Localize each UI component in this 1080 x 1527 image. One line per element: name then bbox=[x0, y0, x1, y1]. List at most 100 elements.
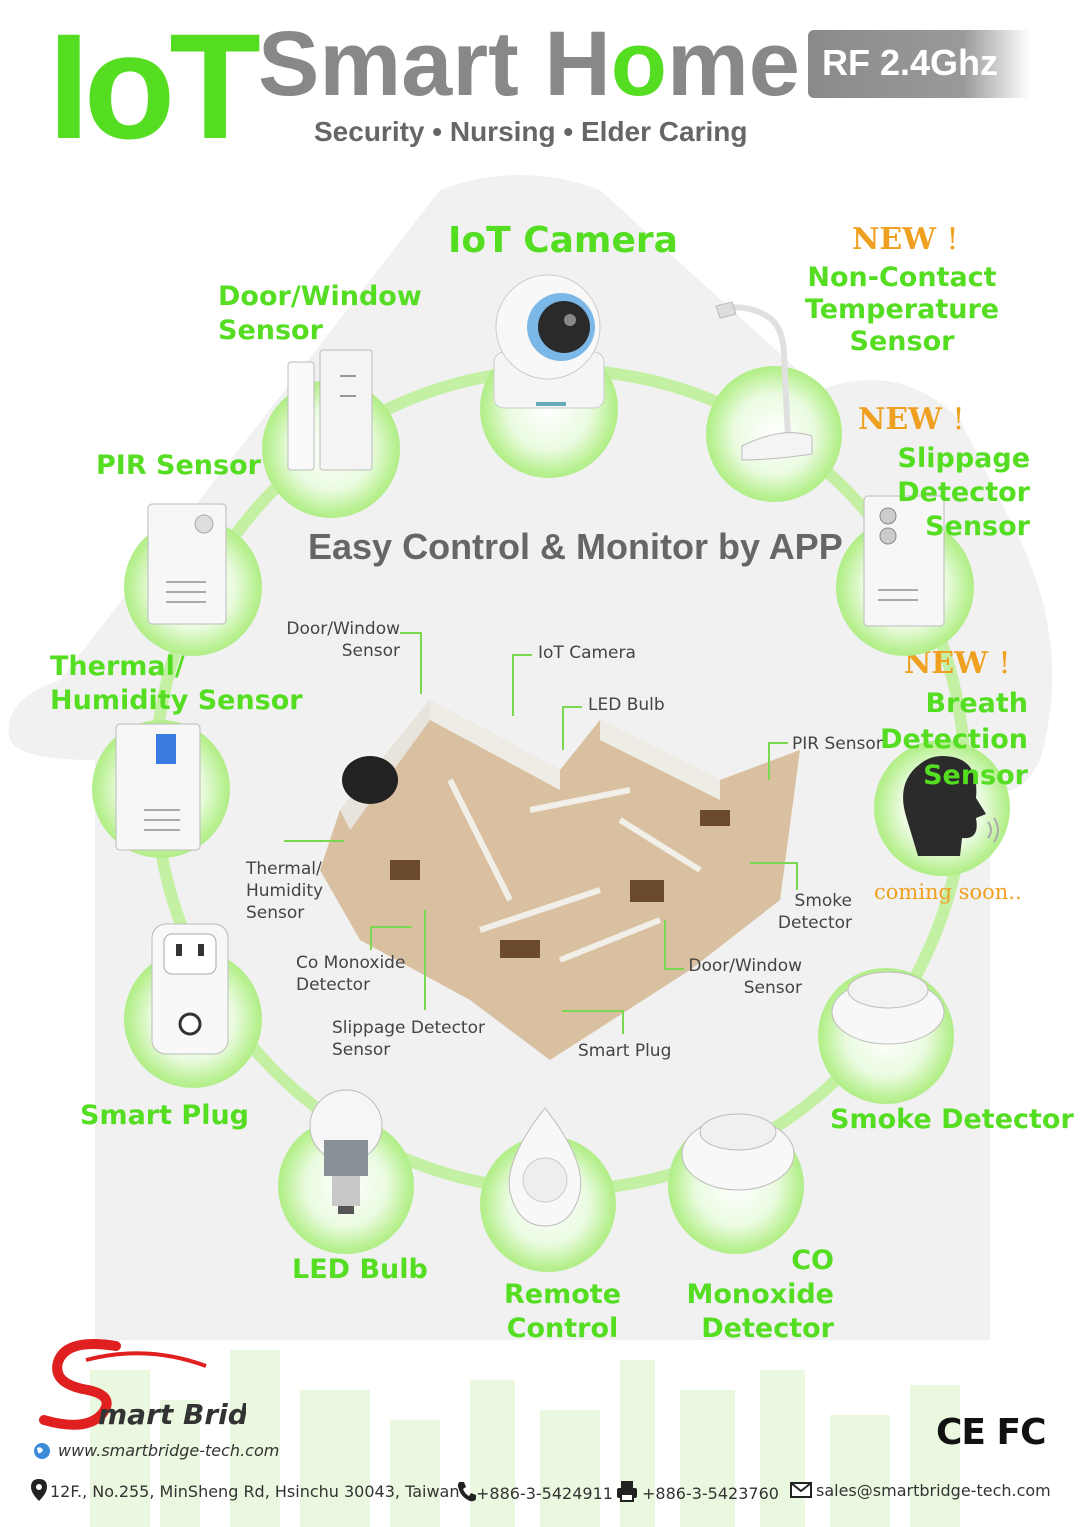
fp-label-thermal: Thermal/ Humidity Sensor bbox=[246, 858, 323, 924]
label-breath: Breath Detection Sensor bbox=[812, 686, 1028, 794]
fp-label-smoke-line2: Detector bbox=[777, 913, 852, 933]
remote-control-device bbox=[508, 1107, 582, 1227]
leader-smoke bbox=[750, 862, 798, 890]
label-noncontact-line2: Temperature Sensor bbox=[804, 294, 1000, 357]
label-door-window: Door/Window Sensor bbox=[218, 280, 422, 348]
leader-led-bulb bbox=[562, 706, 582, 750]
label-smart-plug: Smart Plug bbox=[80, 1100, 250, 1131]
header-o: o bbox=[610, 13, 667, 115]
label-thermal: Thermal/ Humidity Sensor bbox=[50, 650, 303, 718]
smart-plug-device bbox=[151, 923, 229, 1055]
label-co: CO Monoxide Detector bbox=[664, 1244, 835, 1346]
label-co-line1: CO Monoxide bbox=[686, 1245, 835, 1310]
svg-text:mart Bridge: mart Bridge bbox=[98, 1398, 246, 1431]
email-link[interactable]: sales@smartbridge-tech.com bbox=[816, 1481, 1051, 1500]
fax-icon bbox=[617, 1481, 637, 1502]
label-door-window-line2: Sensor bbox=[218, 315, 323, 346]
label-breath-line2: Sensor bbox=[923, 760, 1028, 791]
email-icon bbox=[790, 1482, 812, 1498]
fp-label-door-window-top-line2: Sensor bbox=[341, 641, 400, 661]
new-badge-slippage: NEW ! bbox=[858, 402, 965, 437]
slippage-detector-device bbox=[863, 495, 945, 627]
label-noncontact-line1: Non-Contact bbox=[807, 262, 997, 293]
fp-label-door-window-bottom: Door/Window Sensor bbox=[684, 955, 802, 999]
phone-number[interactable]: +886-3-5424911 bbox=[476, 1484, 613, 1503]
head-silhouette-icon bbox=[903, 756, 999, 856]
fp-label-thermal-line3: Sensor bbox=[246, 903, 305, 923]
fp-label-thermal-line2: Humidity bbox=[246, 881, 324, 901]
phone-icon bbox=[458, 1482, 476, 1502]
fp-label-door-window-top: Door/Window Sensor bbox=[282, 618, 400, 662]
coming-soon-text: coming soon.. bbox=[874, 880, 1022, 904]
label-breath-line1: Breath Detection bbox=[880, 688, 1028, 755]
smartbridge-logo: mart Bridge bbox=[39, 1339, 246, 1431]
fp-label-smart-plug: Smart Plug bbox=[578, 1041, 672, 1061]
center-title: Easy Control & Monitor by APP bbox=[308, 526, 843, 567]
city-skyline-background bbox=[90, 1350, 960, 1527]
floorplan-illustration bbox=[320, 700, 800, 1060]
new-badge-noncontact: NEW ! bbox=[852, 222, 959, 257]
label-door-window-line1: Door/Window bbox=[218, 281, 422, 312]
leader-iot-camera bbox=[512, 654, 532, 716]
rf-badge: RF 2.4Ghz bbox=[808, 30, 1030, 98]
fp-label-slippage: Slippage Detector Sensor bbox=[332, 1017, 485, 1061]
label-noncontact: Non-Contact Temperature Sensor bbox=[778, 262, 1026, 358]
label-remote-line1: Remote bbox=[504, 1279, 622, 1310]
label-led-bulb: LED Bulb bbox=[292, 1254, 428, 1285]
fp-label-iot-camera: IoT Camera bbox=[538, 643, 636, 663]
globe-icon bbox=[34, 1443, 50, 1459]
fp-label-co-line2: Detector bbox=[296, 975, 371, 995]
fp-label-co-line1: Co Monoxide bbox=[296, 953, 406, 973]
website-link[interactable]: www.smartbridge-tech.com bbox=[58, 1441, 280, 1460]
rf-badge-text: RF 2.4Ghz bbox=[822, 42, 999, 83]
fax-number: +886-3-5423760 bbox=[642, 1484, 779, 1503]
smoke-detector-device bbox=[831, 971, 945, 1045]
pir-device bbox=[147, 503, 227, 625]
header-smart-h: Smart H bbox=[258, 13, 611, 115]
fp-label-co: Co Monoxide Detector bbox=[296, 952, 405, 996]
led-bulb-device bbox=[309, 1089, 383, 1214]
tagline: Security • Nursing • Elder Caring bbox=[314, 116, 748, 147]
door-window-device bbox=[287, 349, 373, 471]
thermal-humidity-device bbox=[115, 723, 201, 851]
header-iot: IoT bbox=[48, 2, 261, 170]
leader-pir bbox=[768, 742, 788, 780]
leader-door-window-top bbox=[400, 632, 422, 694]
fp-label-slippage-line1: Slippage Detector bbox=[332, 1018, 485, 1038]
header-smart-home: Smart Home bbox=[258, 14, 800, 114]
fp-label-door-window-bottom-line2: Sensor bbox=[743, 978, 802, 998]
new-badge-slippage-bang: ! bbox=[952, 402, 965, 437]
label-thermal-line2: Humidity Sensor bbox=[50, 685, 303, 716]
address-text: 12F., No.255, MinSheng Rd, Hsinchu 30043… bbox=[50, 1482, 460, 1501]
fp-label-pir: PIR Sensor bbox=[792, 734, 883, 754]
label-smoke: Smoke Detector bbox=[830, 1104, 1074, 1135]
new-badge-noncontact-text: NEW bbox=[852, 222, 936, 257]
fp-label-door-window-top-line1: Door/Window bbox=[286, 619, 400, 639]
label-iot-camera: IoT Camera bbox=[448, 220, 678, 261]
label-remote-line2: Control bbox=[506, 1313, 619, 1344]
fp-label-thermal-line1: Thermal/ bbox=[246, 859, 322, 879]
label-thermal-line1: Thermal/ bbox=[50, 651, 185, 682]
leader-smart-plug bbox=[562, 1010, 624, 1034]
iot-camera-device bbox=[493, 274, 605, 409]
leader-co bbox=[370, 926, 412, 950]
label-slippage: Slippage Detector Sensor bbox=[800, 442, 1030, 544]
leader-thermal bbox=[284, 840, 344, 852]
fp-label-smoke-line1: Smoke bbox=[794, 891, 852, 911]
leader-door-window-bottom bbox=[664, 920, 684, 970]
fp-label-smoke: Smoke Detector bbox=[760, 890, 852, 934]
noncontact-temperature-device bbox=[715, 301, 813, 461]
certification-marks: CE FC bbox=[936, 1412, 1047, 1453]
new-badge-noncontact-bang: ! bbox=[946, 222, 959, 257]
leader-slippage bbox=[424, 910, 428, 1010]
label-slippage-line1: Slippage Detector bbox=[897, 443, 1030, 508]
fp-label-door-window-bottom-line1: Door/Window bbox=[688, 956, 802, 976]
fp-label-slippage-line2: Sensor bbox=[332, 1040, 391, 1060]
new-badge-slippage-text: NEW bbox=[858, 402, 942, 437]
label-remote: Remote Control bbox=[504, 1278, 621, 1346]
new-badge-breath-bang: ! bbox=[998, 646, 1011, 681]
co-detector-device bbox=[681, 1113, 795, 1191]
label-pir: PIR Sensor bbox=[96, 450, 261, 481]
header-me: me bbox=[666, 13, 800, 115]
location-pin-icon bbox=[31, 1479, 47, 1501]
